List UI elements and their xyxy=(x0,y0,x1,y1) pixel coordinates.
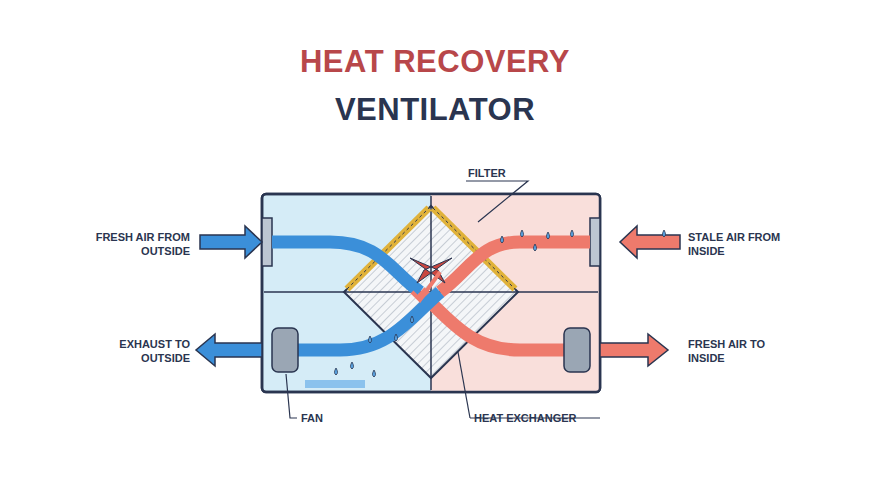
fan-label: FAN xyxy=(301,411,341,425)
outlet-label: FRESH AIR TO INSIDE xyxy=(688,337,788,365)
outlet-label: EXHAUST TO OUTSIDE xyxy=(80,337,190,365)
exchanger-label: HEAT EXCHANGER xyxy=(474,411,604,425)
inlet-label: STALE AIR FROM INSIDE xyxy=(688,230,788,258)
inlet-label: FRESH AIR FROM OUTSIDE xyxy=(80,230,190,258)
diagram-title: HEAT RECOVERY VENTILATOR xyxy=(255,38,615,134)
filter-label: FILTER xyxy=(468,166,538,180)
